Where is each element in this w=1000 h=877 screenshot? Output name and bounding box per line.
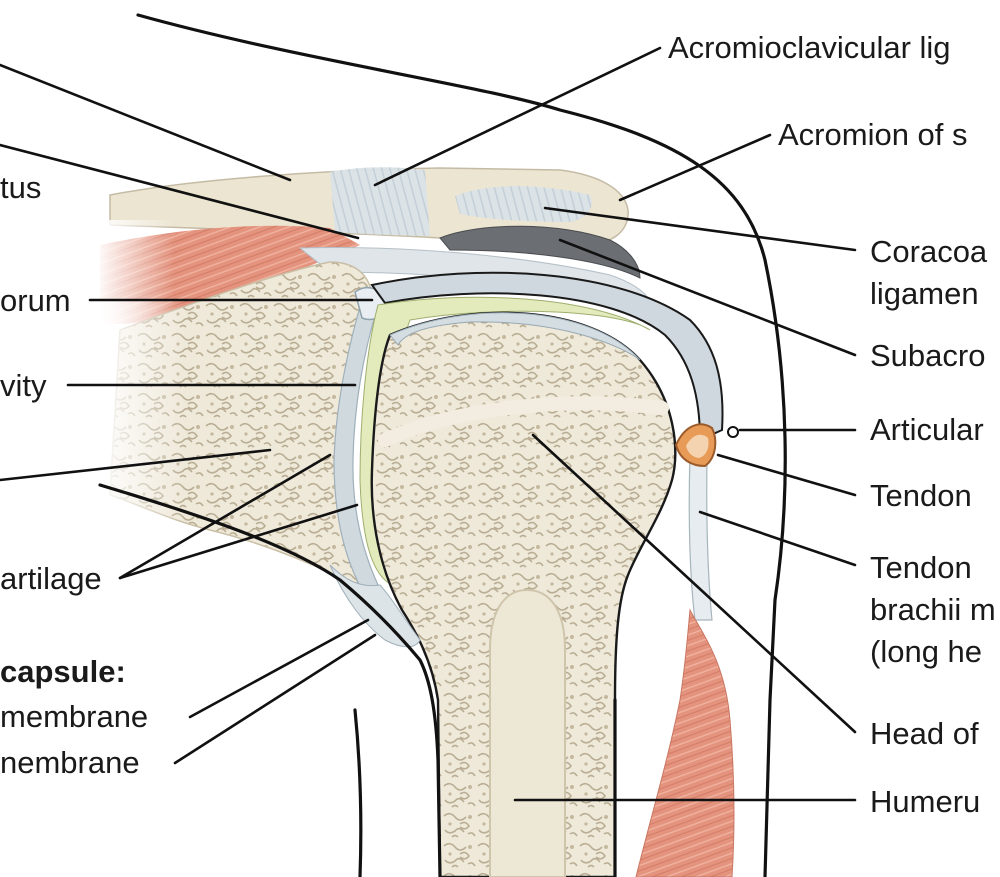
label-acromion: Acromion of s — [778, 117, 968, 152]
leader-acromion — [618, 133, 772, 202]
label-membrane-1: membrane — [0, 699, 148, 734]
leader-cartilage-1 — [118, 453, 332, 580]
leader-supraspinatus — [0, 63, 292, 182]
leader-cartilage-2 — [118, 503, 359, 580]
articular-marker — [727, 426, 739, 438]
leader-lines — [0, 46, 857, 802]
label-labrum-partial: orum — [0, 283, 71, 318]
acromion-ligament — [455, 186, 592, 222]
label-capsule-heading: capsule: — [0, 654, 126, 689]
humeral-head-cartilage — [389, 312, 641, 361]
leader-tendon-biceps — [698, 510, 857, 567]
label-tendon-biceps-2: brachii m — [870, 592, 996, 627]
label-coracoacromial-2: ligamen — [870, 276, 979, 311]
leader-tendon — [716, 453, 857, 497]
label-tendon-biceps-1: Tendon — [870, 550, 972, 585]
labels: Acromioclavicular lig Acromion of s Cora… — [0, 30, 996, 819]
leader-coracoacromial — [543, 206, 857, 252]
label-head-of: Head of — [870, 716, 979, 751]
leader-subacromial — [558, 238, 857, 357]
label-cartilage-partial: artilage — [0, 561, 102, 596]
leader-head-of-humerus — [531, 433, 857, 734]
medullary-cavity — [489, 588, 566, 877]
label-subacromial: Subacro — [870, 338, 985, 373]
subacromial-bursa — [439, 225, 641, 279]
joint-capsule — [370, 271, 724, 442]
tendon-cross-section-inner — [686, 434, 709, 458]
leader-supraspinatus-tendon — [0, 143, 360, 240]
label-coracoacromial-1: Coracoa — [870, 234, 988, 269]
label-humerus: Humeru — [870, 784, 980, 819]
leader-membrane-2 — [173, 633, 377, 765]
label-articular: Articular — [870, 412, 984, 447]
acromioclavicular-ligament — [330, 167, 430, 236]
capsule-lower — [329, 564, 421, 648]
label-membrane-2: nembrane — [0, 745, 140, 780]
label-tendon-biceps-3: (long he — [870, 634, 982, 669]
label-cavity-partial: vity — [0, 368, 47, 403]
leader-membrane-1 — [188, 618, 370, 719]
label-tendon: Tendon — [870, 478, 972, 513]
epiphyseal-line — [378, 396, 669, 447]
scapula-lower-outline — [98, 483, 442, 877]
biceps-muscle — [635, 608, 735, 877]
scapula-fade — [95, 300, 185, 520]
label-supraspinatus-partial: tus — [0, 170, 41, 205]
biceps-tendon — [688, 454, 713, 621]
leader-scapula — [0, 448, 272, 482]
label-acromioclavicular: Acromioclavicular lig — [668, 30, 951, 65]
torso-outline — [353, 708, 363, 877]
leader-acromioclavicular — [373, 46, 662, 187]
